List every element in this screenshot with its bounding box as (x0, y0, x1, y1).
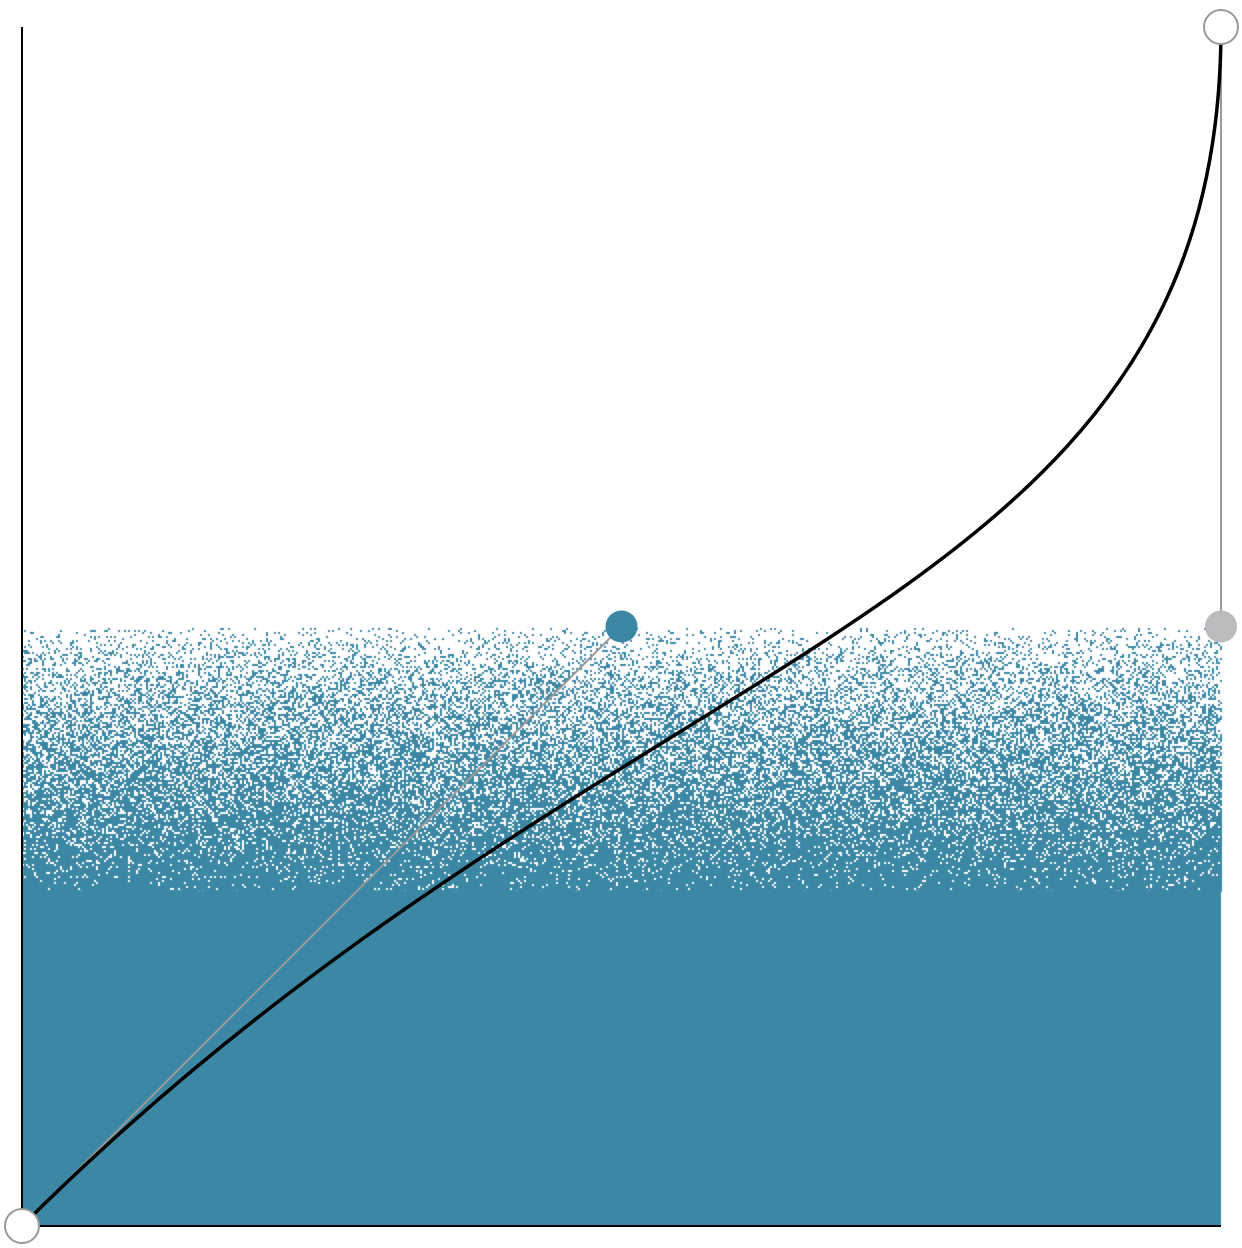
start-point-handle[interactable] (4, 1208, 40, 1244)
bezier-curve[interactable] (20, 26, 1223, 1228)
control-point-2-handle[interactable] (1205, 610, 1237, 643)
control-handle-line-1 (21, 625, 623, 1227)
end-point-handle[interactable] (1203, 9, 1239, 45)
control-point-1-handle[interactable] (605, 610, 638, 643)
